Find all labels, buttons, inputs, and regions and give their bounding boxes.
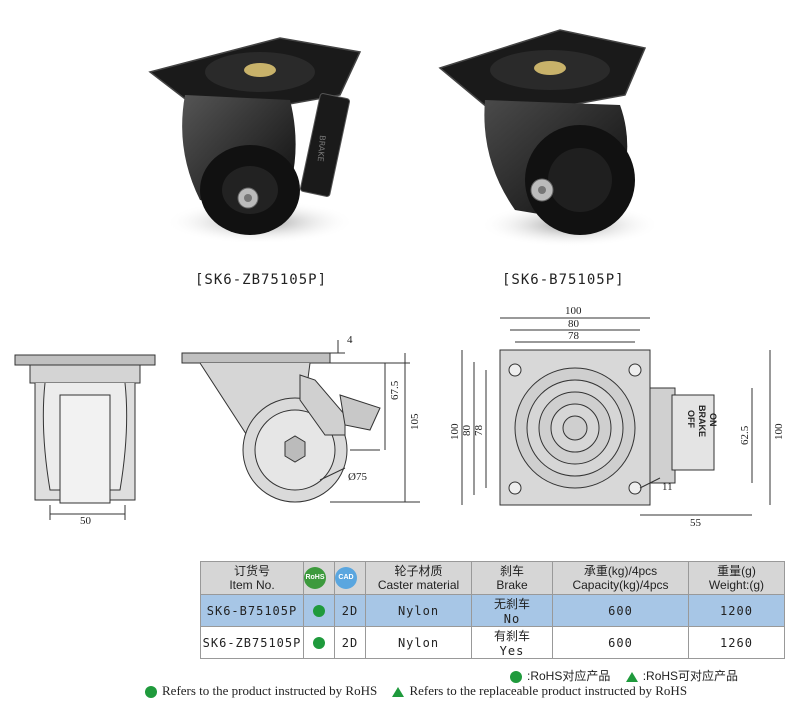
product-code-no-brake: [SK6-B75105P] [502, 272, 625, 288]
dim-brake-offset: 55 [690, 517, 702, 529]
dim-total-height: 105 [409, 413, 421, 430]
dim-mount-height: 67.5 [389, 380, 401, 400]
cad-cell[interactable]: 2D [334, 594, 366, 627]
dim-plate-left-inner: 78 [473, 425, 485, 437]
material-cell: Nylon [365, 626, 472, 659]
material-cell: Nylon [365, 594, 472, 627]
rohs-icon: RoHS [304, 567, 326, 589]
rohs-cell [303, 626, 335, 659]
brake-cell: 有刹车 Yes [471, 626, 553, 659]
dim-plate-left-outer: 100 [449, 423, 461, 440]
dim-wheel-diameter: Ø75 [348, 471, 367, 483]
weight-cell: 1200 [688, 594, 785, 627]
item-no: SK6-ZB75105P [200, 626, 304, 659]
top-view [461, 317, 771, 516]
cad-icon: CAD [335, 567, 357, 589]
header-weight: 重量(g)Weight:(g) [688, 561, 785, 595]
caster-photo-brake: BRAKE [148, 37, 362, 244]
header-cad: CAD [334, 561, 366, 595]
dim-offset-height: 62.5 [739, 425, 751, 445]
rohs-triangle-icon [392, 687, 405, 698]
side-view [181, 340, 420, 503]
brake-label-off: OFF [686, 410, 696, 428]
brake-label-brake: BRAKE [697, 405, 707, 437]
caster-photo-no-brake [438, 29, 660, 247]
capacity-cell: 600 [552, 594, 689, 627]
dim-plate-left-mid: 80 [461, 425, 473, 437]
technical-drawing: 50 4 67.5 105 Ø75 100 80 78 100 80 78 62… [14, 305, 785, 529]
front-view [14, 354, 156, 520]
dim-side-width: 50 [80, 515, 92, 527]
dim-hole-dia: 11 [662, 481, 673, 493]
rohs-dot-icon [510, 670, 522, 683]
item-no: SK6-B75105P [200, 594, 304, 627]
weight-cell: 1260 [688, 626, 785, 659]
legend-en: Refers to the product instructed by RoHS… [145, 683, 699, 699]
brake-label-on: ON [708, 413, 718, 427]
dim-plate-outer: 100 [565, 305, 582, 317]
table-row: SK6-ZB75105P 2D Nylon 有刹车 Yes 600 1260 [200, 626, 785, 659]
dim-top-offset: 4 [347, 334, 353, 346]
rohs-cell [303, 594, 335, 627]
dim-plate-hole-outer: 80 [568, 318, 580, 330]
legend-cn: :RoHS对应产品 :RoHS可对应产品 [510, 667, 750, 684]
dim-right-total: 100 [773, 423, 785, 440]
dim-plate-hole-inner: 78 [568, 330, 580, 342]
table-row: SK6-B75105P 2D Nylon 无刹车 No 600 1200 [200, 594, 785, 627]
svg-text:BRAKE: BRAKE [316, 135, 327, 162]
cad-cell[interactable]: 2D [334, 626, 366, 659]
header-rohs: RoHS [303, 561, 335, 595]
rohs-dot-icon [313, 605, 325, 617]
rohs-dot-icon [145, 686, 157, 699]
product-code-brake: [SK6-ZB75105P] [195, 272, 328, 288]
rohs-dot-icon [313, 637, 325, 649]
brake-cell: 无刹车 No [471, 594, 553, 627]
capacity-cell: 600 [552, 626, 689, 659]
rohs-triangle-icon [625, 671, 638, 682]
